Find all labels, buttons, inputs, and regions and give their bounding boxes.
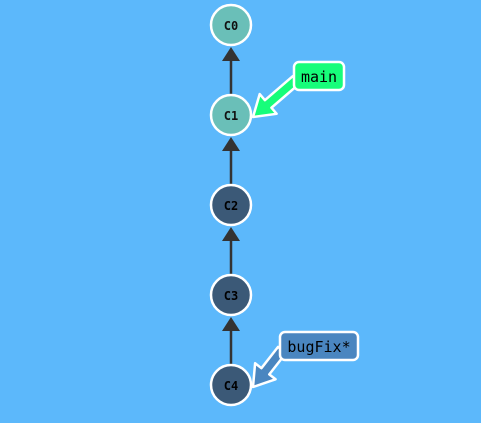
edge-arrowhead — [222, 47, 240, 61]
branch-label-box — [292, 60, 346, 92]
commit-circle — [209, 3, 253, 47]
commit-node-c1[interactable]: C1 — [209, 93, 253, 137]
commit-edge — [222, 137, 240, 185]
commit-id: C2 — [224, 199, 238, 213]
commit-edge — [222, 317, 240, 365]
commit-node-c2[interactable]: C2 — [209, 183, 253, 227]
commit-circle — [209, 363, 253, 407]
branch-pointer-arrow — [251, 74, 301, 119]
branch-bugfix[interactable]: bugFix* — [251, 330, 360, 389]
commit-edge — [222, 47, 240, 95]
edge-arrowhead — [222, 317, 240, 331]
branch-main[interactable]: main — [251, 60, 346, 119]
commit-circle — [209, 183, 253, 227]
commit-circle — [209, 93, 253, 137]
commit-circle — [209, 273, 253, 317]
commit-id: C1 — [224, 109, 238, 123]
commit-node-c3[interactable]: C3 — [209, 273, 253, 317]
commit-edges — [222, 47, 240, 365]
edge-arrowhead — [222, 227, 240, 241]
branch-name: bugFix* — [287, 338, 350, 356]
edge-arrowhead — [222, 137, 240, 151]
commit-id: C4 — [224, 379, 238, 393]
commit-id: C0 — [224, 19, 238, 33]
commit-node-c4[interactable]: C4 — [209, 363, 253, 407]
branch-label-box — [278, 330, 360, 362]
commit-edge — [222, 227, 240, 275]
branch-name: main — [301, 68, 337, 86]
commit-node-c0[interactable]: C0 — [209, 3, 253, 47]
commit-id: C3 — [224, 289, 238, 303]
branch-labels: main bugFix* — [251, 60, 360, 389]
